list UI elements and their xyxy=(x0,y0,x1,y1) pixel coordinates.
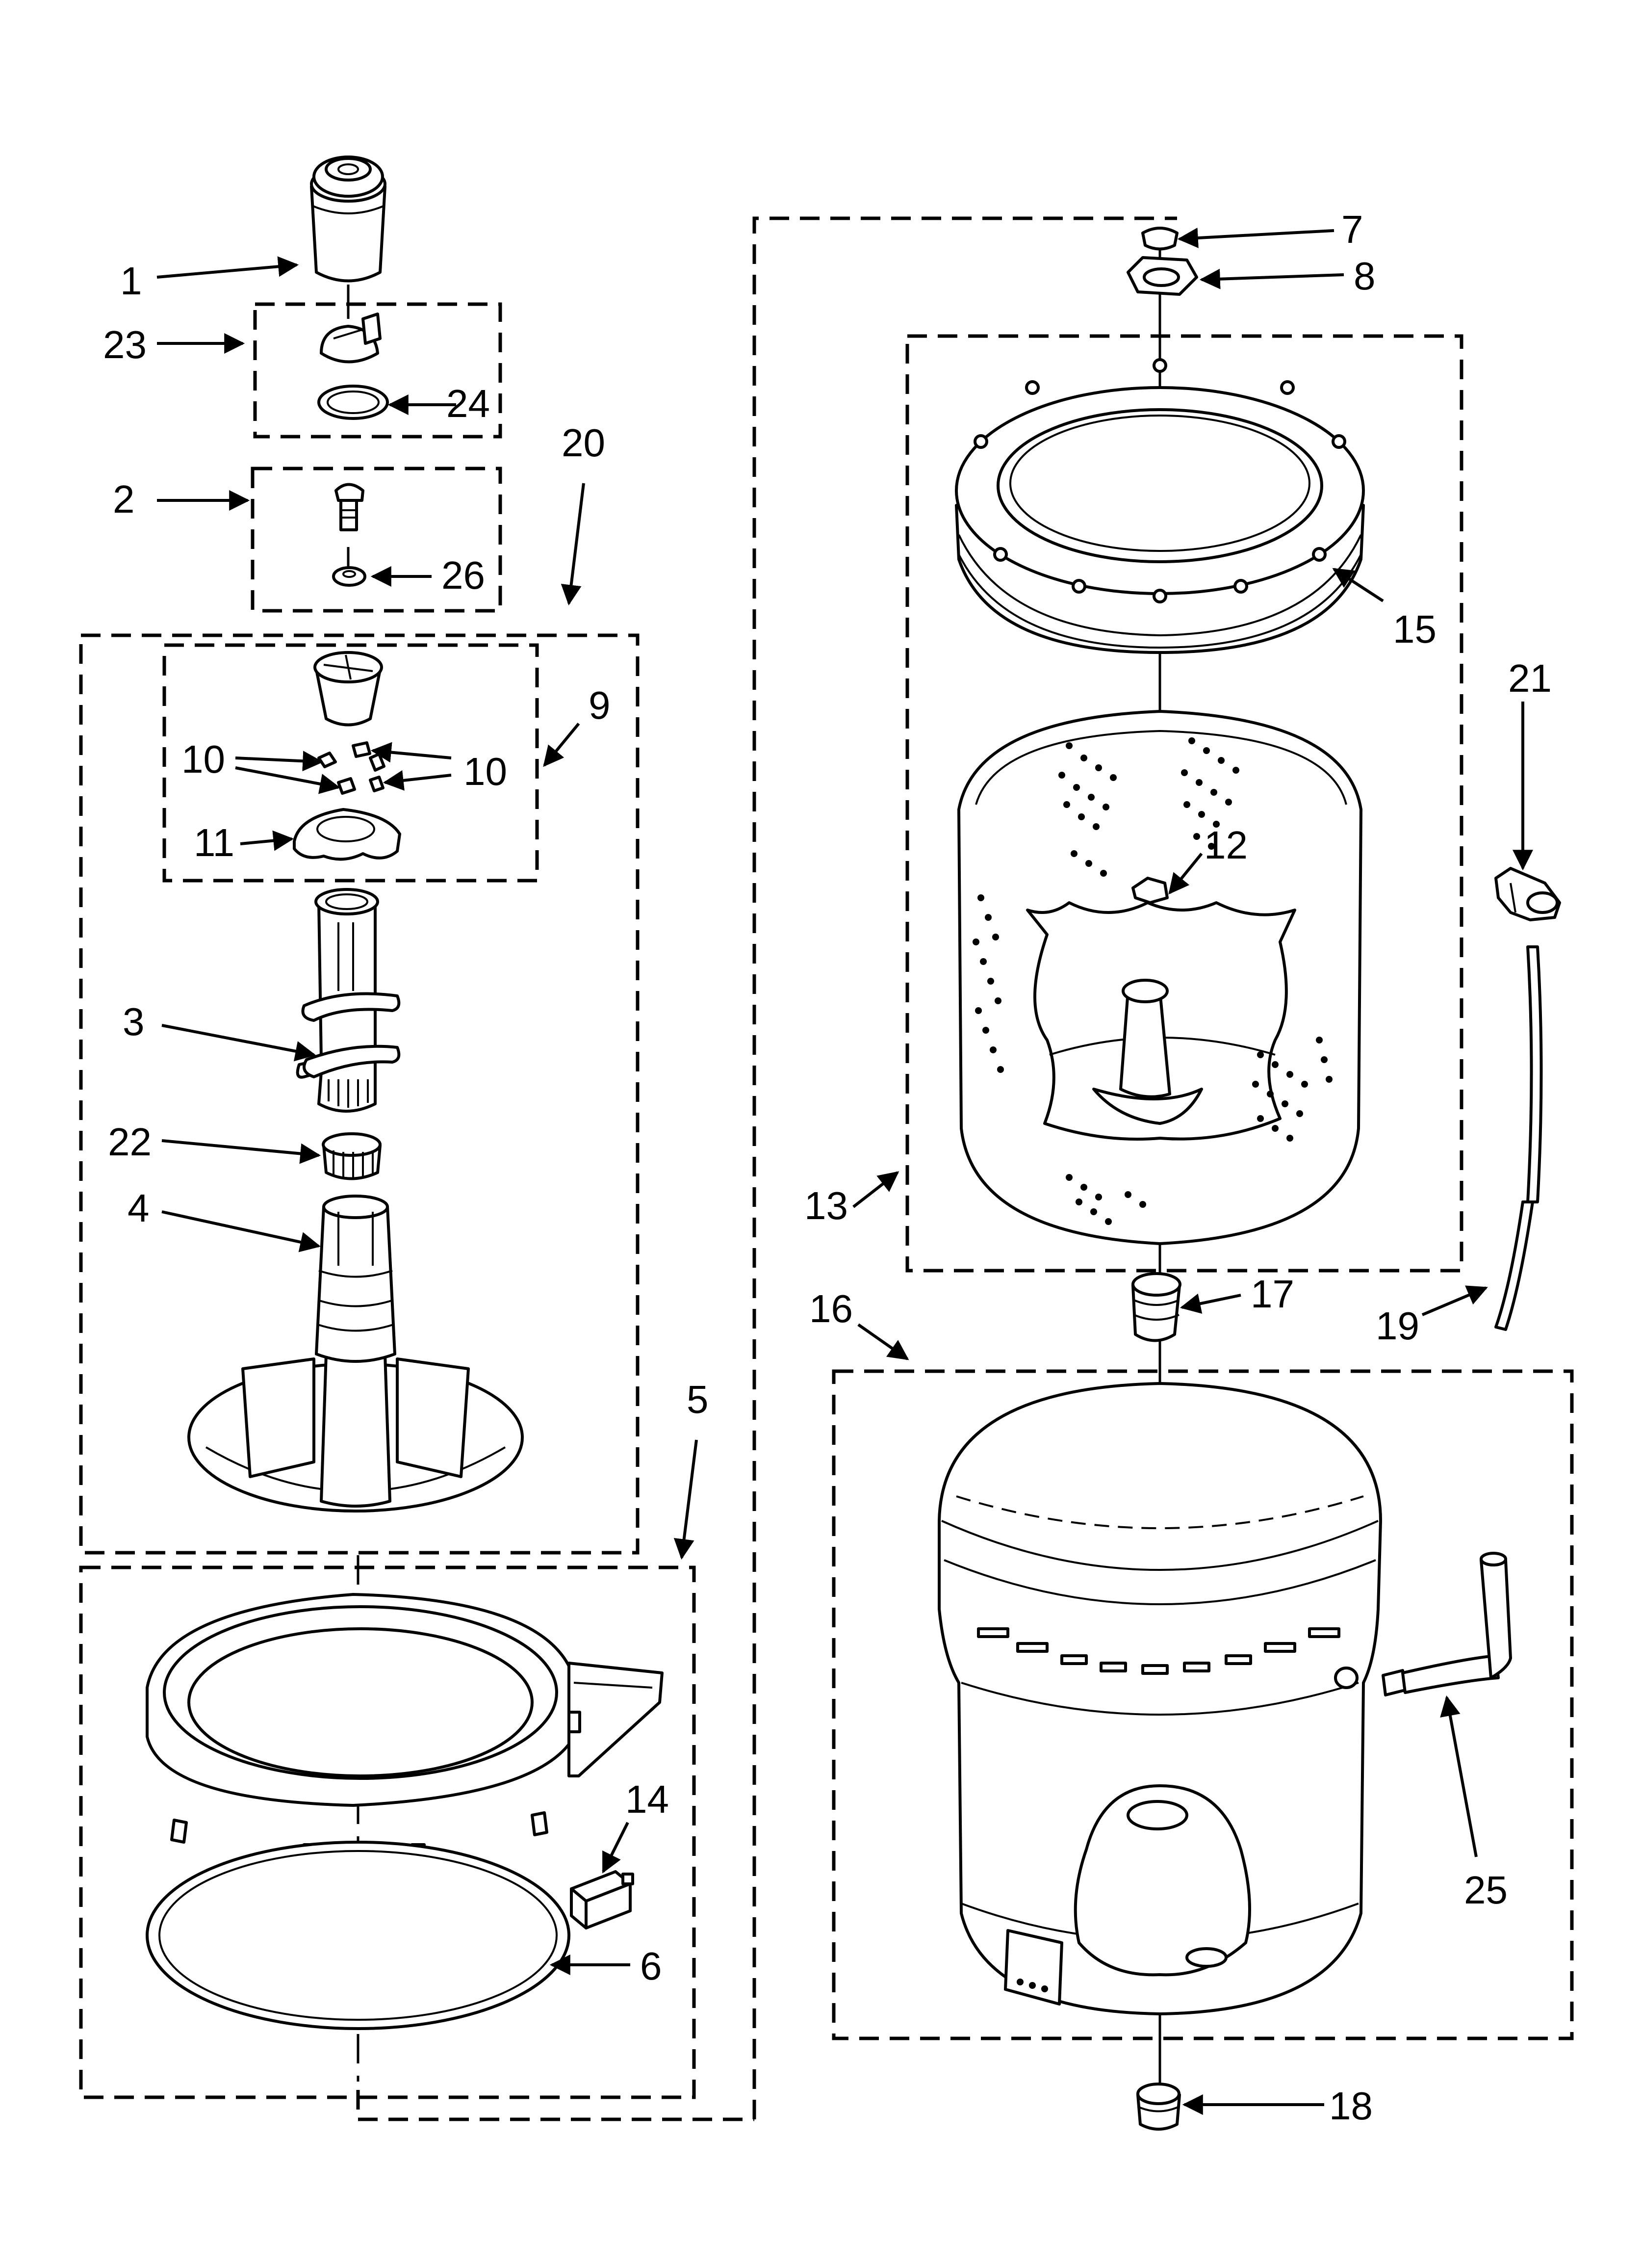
part-26-washer xyxy=(332,566,366,587)
part-5-tub-ring xyxy=(146,1593,664,1866)
label-26: 26 xyxy=(441,553,485,597)
part-9-cap-assembly xyxy=(313,651,383,727)
part-22-ring xyxy=(322,1132,382,1180)
part-labels: 1 23 24 2 26 20 9 10 10 11 3 22 4 5 14 6… xyxy=(103,208,1552,2128)
part-17-bushing xyxy=(1131,1272,1181,1342)
leader-arrows xyxy=(156,227,1533,2115)
part-19-hose xyxy=(1494,945,1543,1331)
part-15-balance-ring xyxy=(955,358,1365,654)
part-2-bolt xyxy=(334,483,364,531)
box-5 xyxy=(79,1565,696,2099)
label-5: 5 xyxy=(687,1378,709,1421)
label-9: 9 xyxy=(589,683,611,727)
label-13: 13 xyxy=(804,1184,848,1227)
label-8: 8 xyxy=(1354,254,1376,298)
part-21-clamp xyxy=(1494,867,1561,921)
part-3-auger xyxy=(296,888,401,1113)
part-16-outer-tub xyxy=(938,1382,1512,2015)
box-20 xyxy=(79,633,640,1555)
label-19: 19 xyxy=(1376,1304,1419,1348)
part-24-o-ring xyxy=(317,385,389,420)
part-13-basket xyxy=(957,710,1362,1245)
part-8-nut xyxy=(1127,256,1198,296)
label-1: 1 xyxy=(120,259,142,303)
label-25: 25 xyxy=(1464,1868,1508,1912)
box-2 xyxy=(251,467,502,613)
label-11: 11 xyxy=(194,821,234,864)
label-22: 22 xyxy=(108,1120,152,1164)
label-2: 2 xyxy=(113,477,135,521)
label-12: 12 xyxy=(1204,823,1248,867)
box-9 xyxy=(162,643,539,883)
part-6-seal-ring xyxy=(146,1841,570,2030)
box-23 xyxy=(253,302,502,439)
part-11-base xyxy=(293,808,401,861)
part-18-plug xyxy=(1136,2083,1181,2131)
label-21: 21 xyxy=(1508,656,1552,700)
label-23: 23 xyxy=(103,323,147,366)
connection-lines xyxy=(356,216,1177,2121)
label-7: 7 xyxy=(1341,208,1363,251)
label-15: 15 xyxy=(1393,607,1437,651)
basket-perforations xyxy=(973,737,1333,1225)
part-4-agitator-base xyxy=(187,1195,524,1512)
label-20: 20 xyxy=(562,421,605,465)
part-14-sensor xyxy=(570,1870,634,1929)
label-4: 4 xyxy=(128,1186,150,1230)
part-1-dispenser-cup xyxy=(310,156,386,283)
label-14: 14 xyxy=(625,1777,669,1821)
label-3: 3 xyxy=(123,1000,145,1043)
tub-fins xyxy=(977,1627,1340,1675)
box-16 xyxy=(832,1369,1574,2040)
label-17: 17 xyxy=(1251,1272,1294,1316)
part-7-clip xyxy=(1141,227,1179,251)
label-18: 18 xyxy=(1329,2084,1373,2128)
label-24: 24 xyxy=(446,382,490,425)
group-boxes xyxy=(79,302,1574,2099)
label-10-left: 10 xyxy=(181,737,225,781)
label-6: 6 xyxy=(640,1944,662,1988)
label-16: 16 xyxy=(809,1287,853,1330)
label-10-right: 10 xyxy=(463,750,507,793)
box-13 xyxy=(905,334,1463,1273)
part-23-cap xyxy=(320,313,382,364)
